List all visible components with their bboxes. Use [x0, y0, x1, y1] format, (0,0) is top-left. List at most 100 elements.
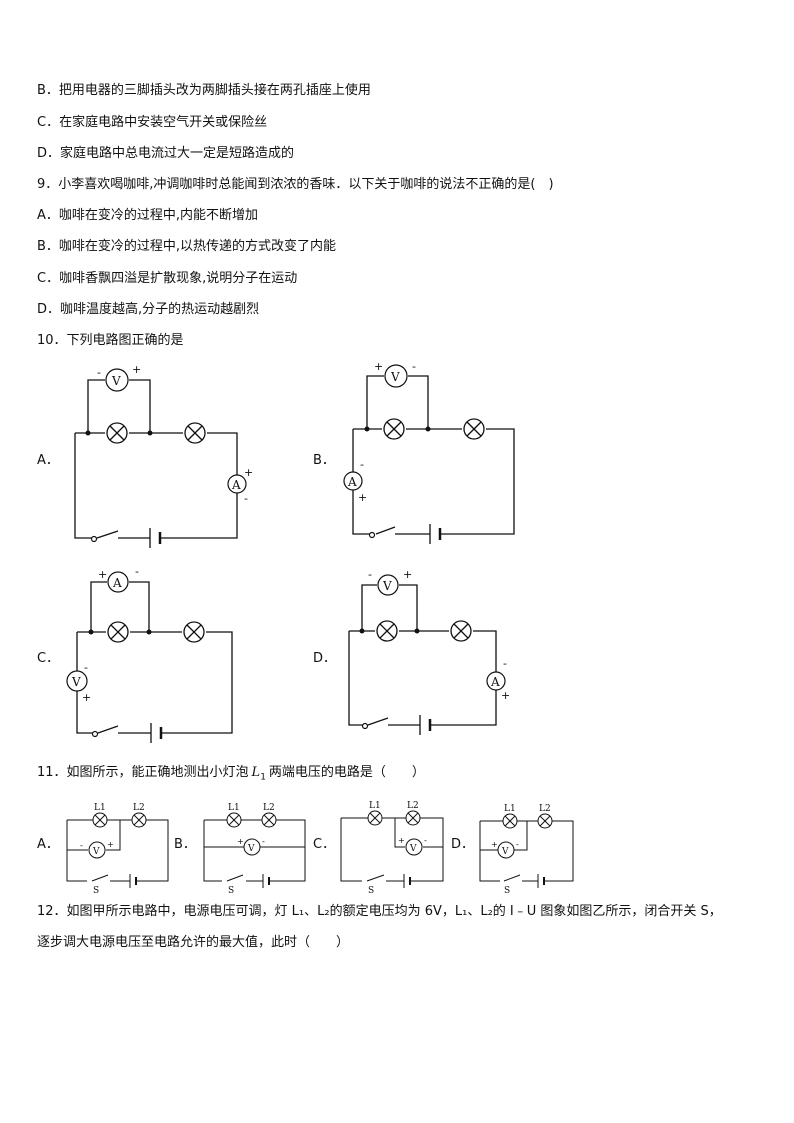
voltmeter-label: V	[409, 844, 417, 854]
plus-sign: +	[403, 568, 412, 581]
q11-lamp-subscript: 1	[260, 772, 266, 783]
q10c-ammeter	[107, 571, 129, 593]
lamp1-label: L1	[228, 803, 240, 813]
voltmeter-label: V	[92, 847, 100, 857]
q8-option-c: C．在家庭电路中安装空气开关或保险丝	[37, 115, 268, 130]
voltmeter-label: V	[247, 844, 255, 854]
minus-sign: -	[80, 841, 83, 850]
q10c-junction	[88, 629, 94, 635]
q11c-lamp-2	[405, 810, 421, 826]
plus-sign: +	[82, 691, 91, 704]
q10-option-d-label: D．	[313, 651, 337, 666]
q11d-wire	[514, 821, 528, 851]
minus-sign: -	[412, 360, 416, 373]
q10a-lamp-1	[106, 422, 128, 444]
ammeter-label: A	[112, 576, 122, 590]
q10d-lamp-2	[450, 620, 472, 642]
q10c-voltmeter	[66, 670, 88, 692]
q10b-voltmeter	[384, 364, 408, 388]
lamp1-label: L1	[504, 804, 516, 814]
switch-label: S	[228, 886, 234, 896]
q11c-wire	[394, 818, 405, 848]
q9-option-a: A．咖啡在变冷的过程中,内能不断增加	[37, 208, 259, 223]
q10a-junction	[147, 430, 153, 436]
plus-sign: +	[398, 836, 405, 845]
q10a-lamp-2	[184, 422, 206, 444]
q10-option-a-label: A．	[37, 453, 59, 468]
q10d-lamp-1	[376, 620, 398, 642]
voltmeter-label: V	[390, 370, 400, 384]
q11-option-a-label: A．	[37, 837, 59, 852]
q11b-wire	[203, 820, 222, 882]
q11-stem-suffix: 两端电压的电路是（ ）	[268, 765, 425, 780]
q11d-voltmeter	[497, 841, 515, 859]
q10-option-b-label: B．	[313, 453, 335, 468]
q10b-lamp-1	[383, 418, 405, 440]
q10b-wires	[352, 375, 515, 535]
q11b-switch	[226, 874, 244, 882]
q11-stem-prefix: 11．如图所示，能正确地测出小灯泡	[37, 765, 249, 780]
q11-option-d-label: D．	[451, 837, 475, 852]
voltmeter-label: V	[382, 579, 392, 593]
q12-stem-line-1: 12．如图甲所示电路中，电源电压可调，灯 L₁、L₂的额定电压均为 6V，L₁、…	[37, 904, 722, 919]
q11d-wire	[479, 821, 500, 882]
q11c-wire	[340, 818, 362, 882]
q11d-switch	[503, 874, 521, 882]
voltmeter-label: V	[111, 374, 121, 388]
q8-option-d: D．家庭电路中总电流过大一定是短路造成的	[37, 146, 295, 161]
q10c-lamp-2	[183, 621, 205, 643]
q11d-lamp-1	[502, 813, 518, 829]
lamp1-label: L1	[94, 803, 106, 813]
q11a-wire	[106, 820, 121, 851]
q10c-junction	[146, 629, 152, 635]
minus-sign: -	[368, 568, 372, 581]
q10a-junction	[85, 430, 91, 436]
q11c-voltmeter	[405, 838, 423, 856]
switch-label: S	[368, 886, 374, 896]
ammeter-label: A	[231, 478, 241, 492]
minus-sign: -	[244, 492, 248, 505]
q10a-switch-contact	[90, 535, 98, 543]
q10b-junction	[364, 426, 370, 432]
q10b-ammeter	[343, 471, 363, 491]
lamp2-label: L2	[263, 803, 275, 813]
q10d-switch-contact	[361, 722, 369, 730]
plus-sign: +	[244, 466, 253, 479]
q11-lamp-symbol: L	[251, 765, 261, 780]
q10c-switch-contact	[91, 730, 99, 738]
ammeter-label: A	[347, 475, 357, 489]
q11b-lamp-2	[261, 812, 277, 828]
q11d-wire	[544, 820, 574, 882]
q10a-voltmeter	[105, 368, 129, 392]
q11d-lamp-2	[537, 813, 553, 829]
q11b-lamp-1	[226, 812, 242, 828]
q9-stem: 9．小李喜欢喝咖啡,冲调咖啡时总能闻到浓浓的香味．以下关于咖啡的说法不正确的是(…	[37, 177, 554, 192]
q11a-voltmeter	[88, 841, 106, 859]
q10d-junction	[414, 628, 420, 634]
minus-sign: -	[503, 657, 507, 670]
q9-option-c: C．咖啡香飘四溢是扩散现象,说明分子在运动	[37, 271, 298, 286]
plus-sign: +	[98, 568, 107, 581]
lamp2-label: L2	[133, 803, 145, 813]
q10c-lamp-1	[107, 621, 129, 643]
minus-sign: -	[84, 661, 88, 674]
q10a-wires	[74, 379, 238, 539]
plus-sign: +	[501, 689, 510, 702]
minus-sign: -	[97, 366, 101, 379]
q11a-lamp-2	[131, 812, 147, 828]
q11c-lamp-1	[367, 810, 383, 826]
q10b-lamp-2	[463, 418, 485, 440]
q8-option-b: B．把用电器的三脚插头改为两脚插头接在两孔插座上使用	[37, 83, 371, 98]
q10d-ammeter	[486, 671, 506, 691]
minus-sign: -	[516, 840, 519, 849]
q9-option-d: D．咖啡温度越高,分子的热运动越剧烈	[37, 302, 260, 317]
minus-sign: -	[360, 458, 364, 471]
q11c-switch	[366, 874, 385, 882]
plus-sign: +	[491, 840, 498, 849]
